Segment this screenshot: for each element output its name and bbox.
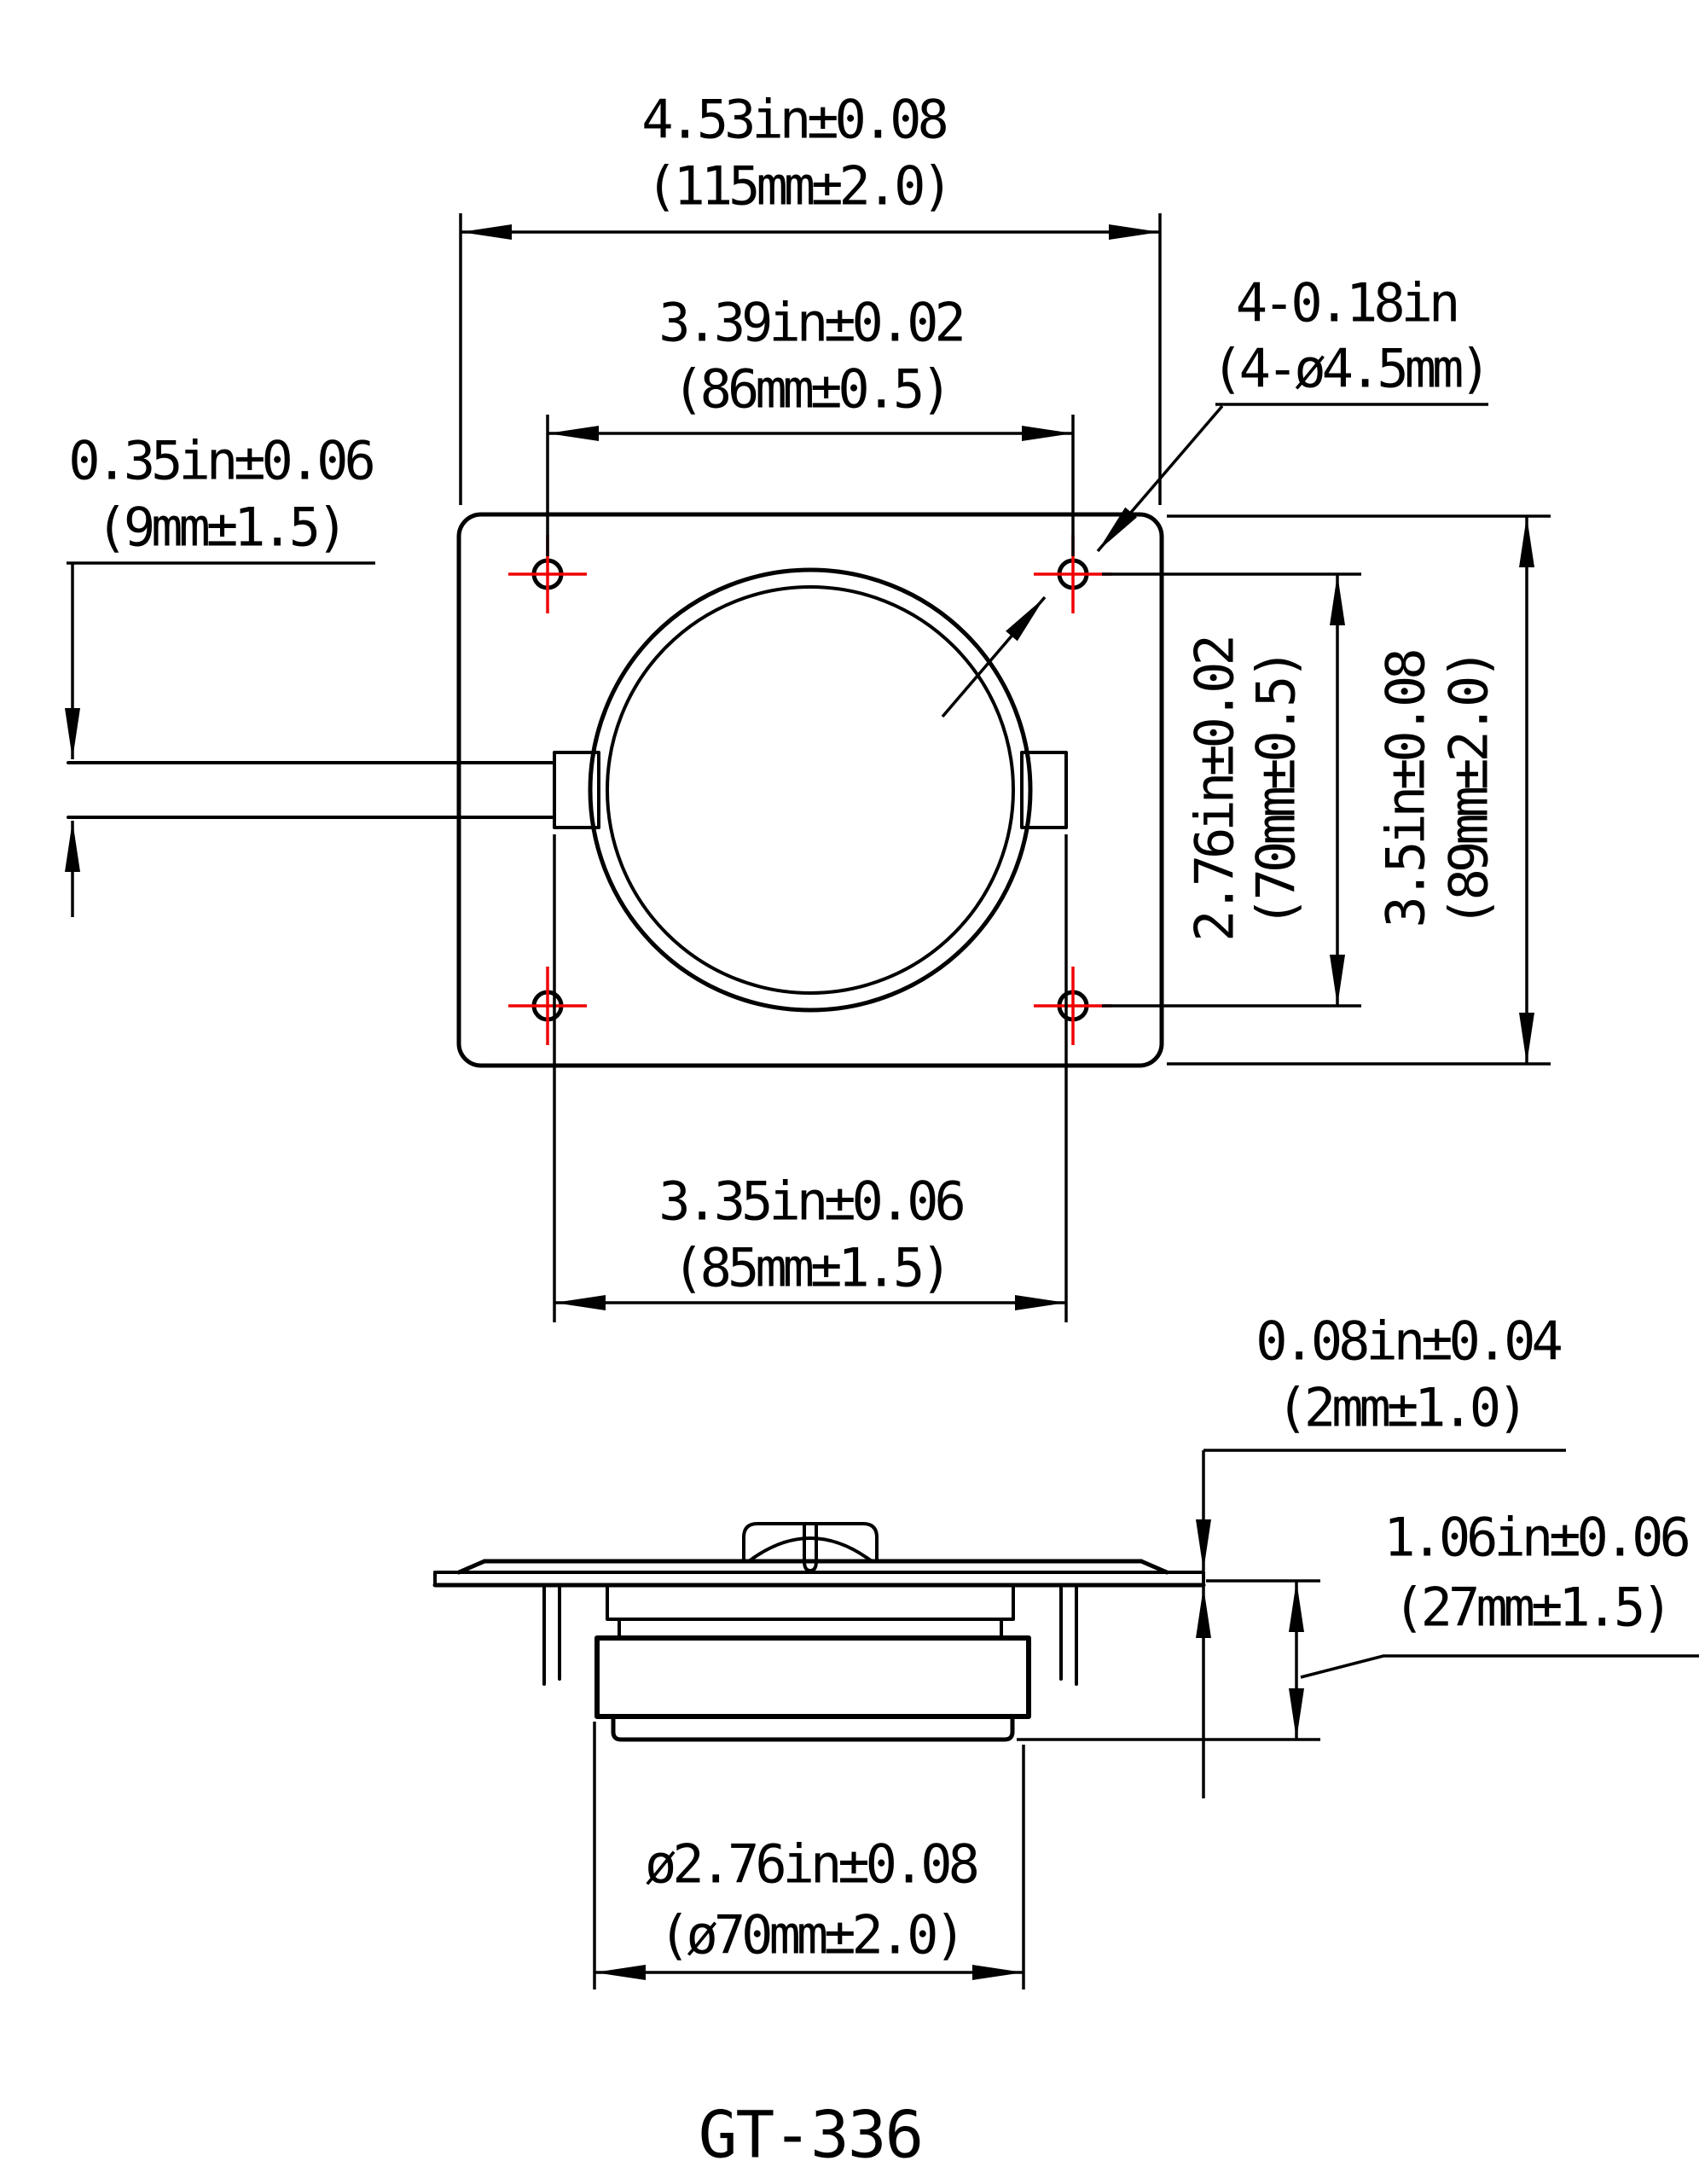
magnet-cup (594, 1635, 1031, 1719)
bottom-plate (611, 1714, 1015, 1742)
terminal-screw (742, 1522, 879, 1572)
dim-hole-spacing-h-mm: (86mm±0.5) (672, 358, 948, 421)
dim-overall-height-mm: (89mm±2.0) (1438, 652, 1500, 927)
speaker-ring-inner (606, 585, 1015, 995)
dim-hole-spacing-horizontal: 3.39in±0.02 (86mm±0.5) (546, 292, 1075, 556)
dim-overall-width-mm: (115mm±2.0) (646, 155, 949, 218)
mounting-plate-outline (456, 512, 1164, 1068)
side-view: 0.08in±0.04 (2mm±1.0) 1.06in±0.06 (27mm±… (432, 1310, 1699, 1989)
mount-tab-right (1059, 1583, 1078, 1686)
dim-hole-spacing-vertical: 2.76in±0.02 (70mm±0.5) (1102, 572, 1361, 1008)
speaker-tab-left (553, 751, 600, 829)
terminal-strip (67, 761, 556, 819)
dim-hole-spacing-h-in: 3.39in±0.02 (658, 292, 962, 354)
dim-magnet-diameter: ø2.76in±0.08 (ø70mm±2.0) (593, 1722, 1025, 1989)
dim-overall-depth: 1.06in±0.06 (27mm±1.5) (1017, 1507, 1699, 1741)
dim-overall-depth-in: 1.06in±0.06 (1383, 1507, 1688, 1569)
screw-head-arc (747, 1536, 873, 1563)
dim-magnet-diameter-mm: (ø70mm±2.0) (658, 1904, 962, 1966)
speaker-tab-right (1020, 751, 1068, 829)
dim-body-width: 3.35in±0.06 (85mm±1.5) (553, 834, 1068, 1322)
dim-plate-thickness-in: 0.08in±0.04 (1256, 1310, 1561, 1373)
dim-plate-thickness-mm: (2mm±1.0) (1277, 1377, 1525, 1439)
dim-overall-width-in: 4.53in±0.08 (641, 89, 946, 151)
leader-to-hole (1096, 404, 1224, 553)
mount-tab-left (542, 1583, 561, 1686)
dim-body-width-in: 3.35in±0.06 (658, 1170, 963, 1233)
dim-terminal-in: 0.35in±0.06 (68, 430, 373, 492)
top-view: 4.53in±0.08 (115mm±2.0) 3.39in±0.02 (86m… (65, 89, 1551, 1322)
frame-steps (606, 1583, 1015, 1640)
speaker-ring-outer (588, 567, 1033, 1013)
mounting-hole-bottom-left (508, 967, 587, 1045)
faceplate-flange (432, 1559, 1206, 1588)
mounting-hole-bottom-right (1034, 967, 1112, 1045)
dim-terminal-mm: (9mm±1.5) (96, 497, 345, 559)
dim-body-width-mm: (85mm±1.5) (672, 1237, 948, 1299)
dim-plate-thickness: 0.08in±0.04 (2mm±1.0) (1196, 1310, 1566, 1798)
dim-terminal-thickness: 0.35in±0.06 (9mm±1.5) (65, 430, 377, 917)
leader-to-hole-2 (941, 595, 1047, 718)
dim-overall-height: 3.5in±0.08 (89mm±2.0) (1167, 514, 1551, 1066)
dim-overall-width: 4.53in±0.08 (115mm±2.0) (459, 89, 1162, 505)
dim-magnet-diameter-in: ø2.76in±0.08 (645, 1833, 977, 1896)
dim-hole-spacing-v-in: 2.76in±0.02 (1184, 638, 1246, 942)
callout-holes-mm: (4-ø4.5mm) (1211, 338, 1487, 400)
dim-overall-depth-mm: (27mm±1.5) (1393, 1577, 1668, 1639)
screw-slot (803, 1522, 818, 1572)
leader-overall-depth (1300, 1654, 1699, 1679)
dim-overall-height-in: 3.5in±0.08 (1375, 651, 1437, 928)
callout-mounting-holes: 4-0.18in (4-ø4.5mm) (941, 272, 1492, 718)
callout-holes-in: 4-0.18in (1236, 272, 1457, 334)
part-number-title: GT-336 (699, 2097, 923, 2173)
dim-hole-spacing-v-mm: (70mm±0.5) (1245, 652, 1308, 927)
